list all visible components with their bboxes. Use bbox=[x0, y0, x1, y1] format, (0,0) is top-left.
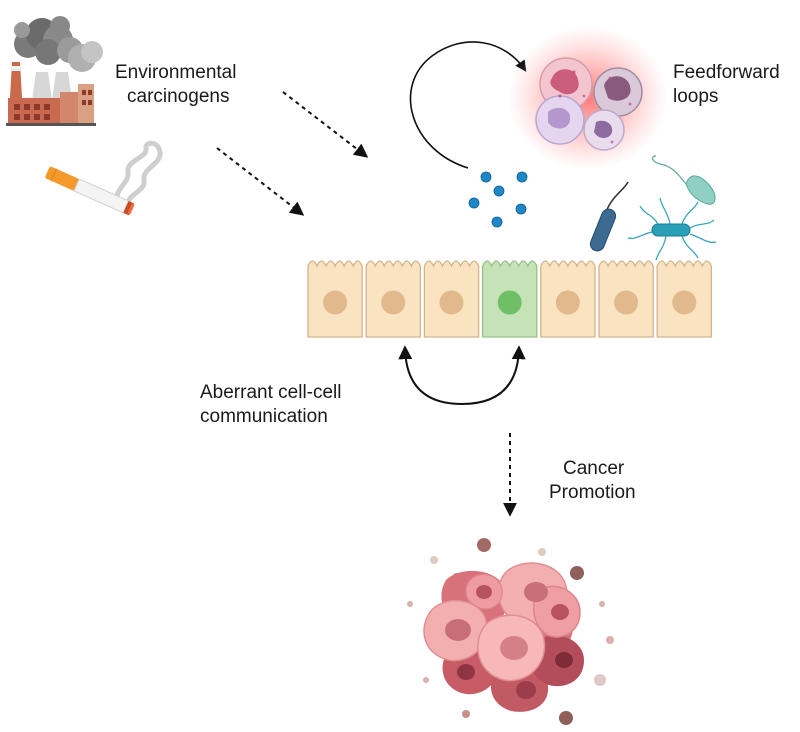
cell-nucleus bbox=[497, 290, 522, 315]
immune-cell-icon bbox=[535, 57, 643, 151]
cell-communication-arrow bbox=[398, 345, 526, 406]
aberrant-label-line1: Aberrant cell-cell bbox=[200, 382, 342, 403]
feedforward-label-line2: loops bbox=[673, 86, 718, 107]
cell-nucleus bbox=[323, 290, 348, 315]
tumor-icon bbox=[407, 538, 614, 725]
environmental-label-line1: Environmental bbox=[115, 62, 236, 83]
environmental-label-line2: carcinogens bbox=[127, 86, 229, 107]
epithelial-cell-layer bbox=[307, 260, 713, 338]
bacterium-icon bbox=[589, 155, 717, 261]
epithelial-cell bbox=[656, 260, 713, 338]
cell-nucleus bbox=[555, 290, 580, 315]
feedforward-loop-arrow bbox=[409, 41, 527, 169]
epithelial-cell bbox=[365, 260, 422, 338]
factory-icon bbox=[6, 16, 103, 126]
epithelial-cell bbox=[307, 260, 363, 338]
cell-nucleus bbox=[614, 290, 639, 315]
carcinogen-arrow-upper bbox=[282, 91, 369, 158]
cytokine-dots bbox=[468, 171, 528, 228]
epithelial-cell bbox=[540, 260, 596, 338]
cancer-label-line1: Cancer bbox=[563, 458, 625, 479]
epithelial-cell bbox=[598, 260, 654, 338]
cell-nucleus bbox=[439, 290, 464, 315]
aberrant-label-line2: communication bbox=[200, 406, 328, 427]
altered-epithelial-cell bbox=[481, 260, 538, 338]
epithelial-cell bbox=[423, 260, 480, 338]
cigarette-icon bbox=[45, 140, 163, 216]
cell-nucleus bbox=[381, 290, 406, 315]
feedforward-label-line1: Feedforward bbox=[673, 62, 780, 83]
carcinogen-arrow-lower bbox=[216, 147, 305, 216]
cancer-label-line2: Promotion bbox=[549, 482, 636, 503]
cell-nucleus bbox=[672, 290, 697, 315]
